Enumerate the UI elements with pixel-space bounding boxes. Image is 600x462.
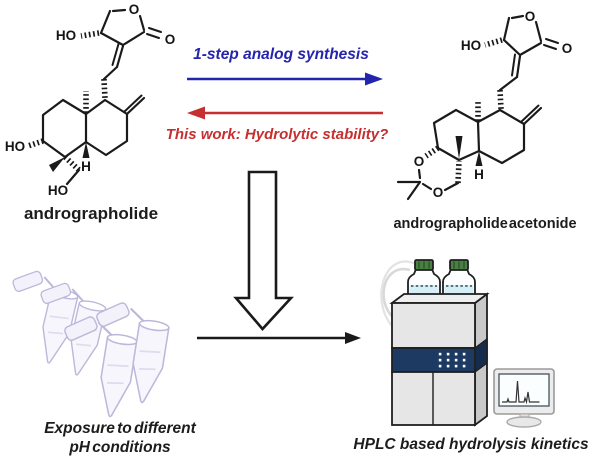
forward-arrow-icon: [187, 72, 383, 86]
instrument-body: [389, 292, 490, 427]
tubes-caption: Exposure to different pH conditions: [20, 419, 220, 457]
atom-label-lactol-ho: HO: [461, 38, 481, 53]
tubes-caption-line2: pH conditions: [69, 439, 171, 456]
andrographolide-acetonide-label: andrographolide acetonide: [393, 216, 577, 232]
atom-label-c19-ho: HO: [48, 183, 68, 198]
lactone-ring: O O HO: [56, 2, 175, 47]
chromatogram-trace: [502, 380, 540, 405]
atom-label-dioxane-o1: O: [414, 154, 425, 169]
lactone-ring: O O HO: [461, 9, 573, 57]
alkene-side-chain: [497, 53, 522, 110]
hplc-instrument-icon: [380, 259, 555, 428]
monitor-icon: [493, 368, 555, 428]
atom-label-lactol-ho: HO: [56, 28, 76, 43]
down-arrow-icon: [233, 170, 294, 331]
atom-label-lactone-o: O: [129, 2, 140, 17]
tubes-caption-line1: Exposure to different: [44, 420, 196, 437]
atom-label-dioxane-o2: O: [433, 185, 444, 200]
alkene-side-chain: [101, 43, 125, 100]
microcentrifuge-tubes-icon: [12, 263, 173, 420]
atom-label-carbonyl-o: O: [165, 32, 176, 47]
right-arrow-icon: [197, 332, 361, 344]
reverse-reaction-label: This work: Hydrolytic stability?: [165, 126, 389, 143]
reverse-arrow-icon: [187, 106, 383, 120]
acetonide-dioxane-ring: O O: [396, 145, 462, 201]
atom-label-ring-h: H: [81, 159, 91, 174]
atom-label-carbonyl-o: O: [562, 41, 573, 56]
andrographolide-structure: O O HO HO H HO: [5, 2, 175, 198]
andrographolide-acetonide-structure: O O HO H O O: [396, 9, 573, 201]
keypad-dots: [438, 352, 466, 368]
substituents: H: [455, 100, 543, 182]
keypad-panel: [391, 347, 476, 373]
forward-reaction-label: 1-step analog synthesis: [193, 46, 369, 63]
andrographolide-label: andrographolide: [23, 204, 159, 223]
hplc-caption: HPLC based hydrolysis kinetics: [353, 436, 589, 453]
atom-label-lactone-o: O: [525, 9, 536, 24]
atom-label-ring-h: H: [474, 167, 484, 182]
atom-label-c3-ho: HO: [5, 139, 25, 154]
tube-1: [12, 263, 83, 367]
substituents: HO H HO: [5, 91, 146, 198]
